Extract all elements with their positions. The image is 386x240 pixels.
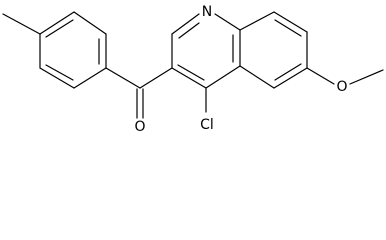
tolyl-bond-2 [73,11,107,35]
benzo-bond-c8a-c8 [239,11,275,31]
tolyl-bond-5-inner [45,64,74,81]
tolyl-bond-1 [39,11,75,35]
aryl-carbonyl-bond [105,67,141,89]
molecule-svg: N O Cl O [2,4,384,135]
molecule-diagram: N O Cl O [2,4,384,135]
pyr-bond-c4a-c4 [205,65,241,89]
pyridine-ring [171,13,241,89]
atom-labels: N O Cl O [134,4,347,135]
tolyl-bond-1-inner [45,19,74,38]
pyr-bond-c4-c3 [171,67,207,89]
pyr-bond-c4-c3-inner [177,64,205,81]
benzo-bond-c8-c7 [273,11,308,33]
pyr-bond-c2-n1 [171,13,200,35]
carbonyl-oxygen-label: O [134,119,145,135]
tolyl-bond-4 [73,67,107,89]
methoxy-oxygen-label: O [336,79,347,95]
benzo-bond-c8-c7-inner [274,19,302,37]
tolyl-ring [2,11,107,89]
benzo-bond-c5-c4a [239,65,275,89]
nitrogen-label: N [202,4,212,20]
benzo-ring [239,11,308,89]
benzo-bond-c6-c5-inner [274,63,302,81]
pyr-bond-c2-n1-inner [178,22,200,39]
methoxy-bond-o-ch3 [349,69,384,85]
chlorine-label: Cl [200,117,214,133]
methyl-bond [2,13,41,35]
tolyl-bond-5 [39,67,75,89]
methoxy-bond-ring-o [306,67,335,85]
pyr-bond-n1-c8a [214,13,241,31]
carbonyl-group [105,67,173,119]
benzo-bond-c6-c5 [273,67,308,89]
methoxy-group [306,67,384,85]
carbonyl-ring-bond [139,67,173,89]
